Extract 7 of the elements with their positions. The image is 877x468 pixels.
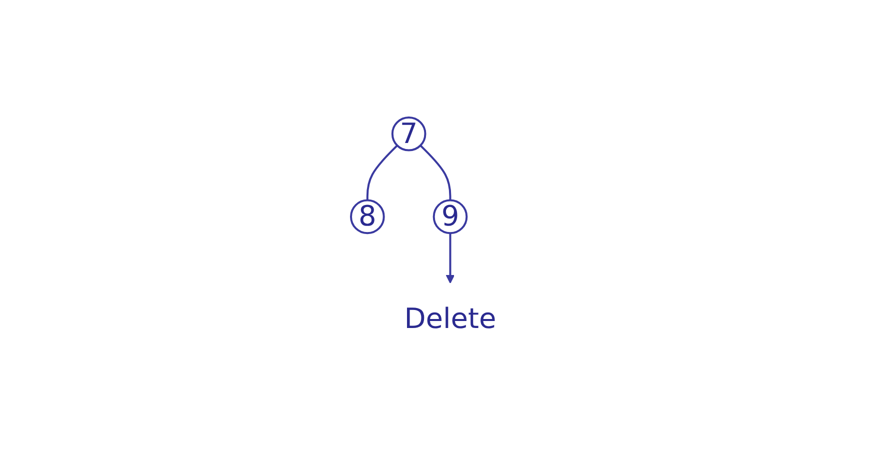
connector (420, 144, 452, 200)
node-circle: 8 (350, 199, 385, 234)
node-circle: 7 (391, 116, 426, 152)
node-text: Delete (404, 302, 496, 336)
node-circle: 9 (432, 199, 468, 234)
connector (366, 144, 398, 200)
arrow (446, 233, 454, 284)
